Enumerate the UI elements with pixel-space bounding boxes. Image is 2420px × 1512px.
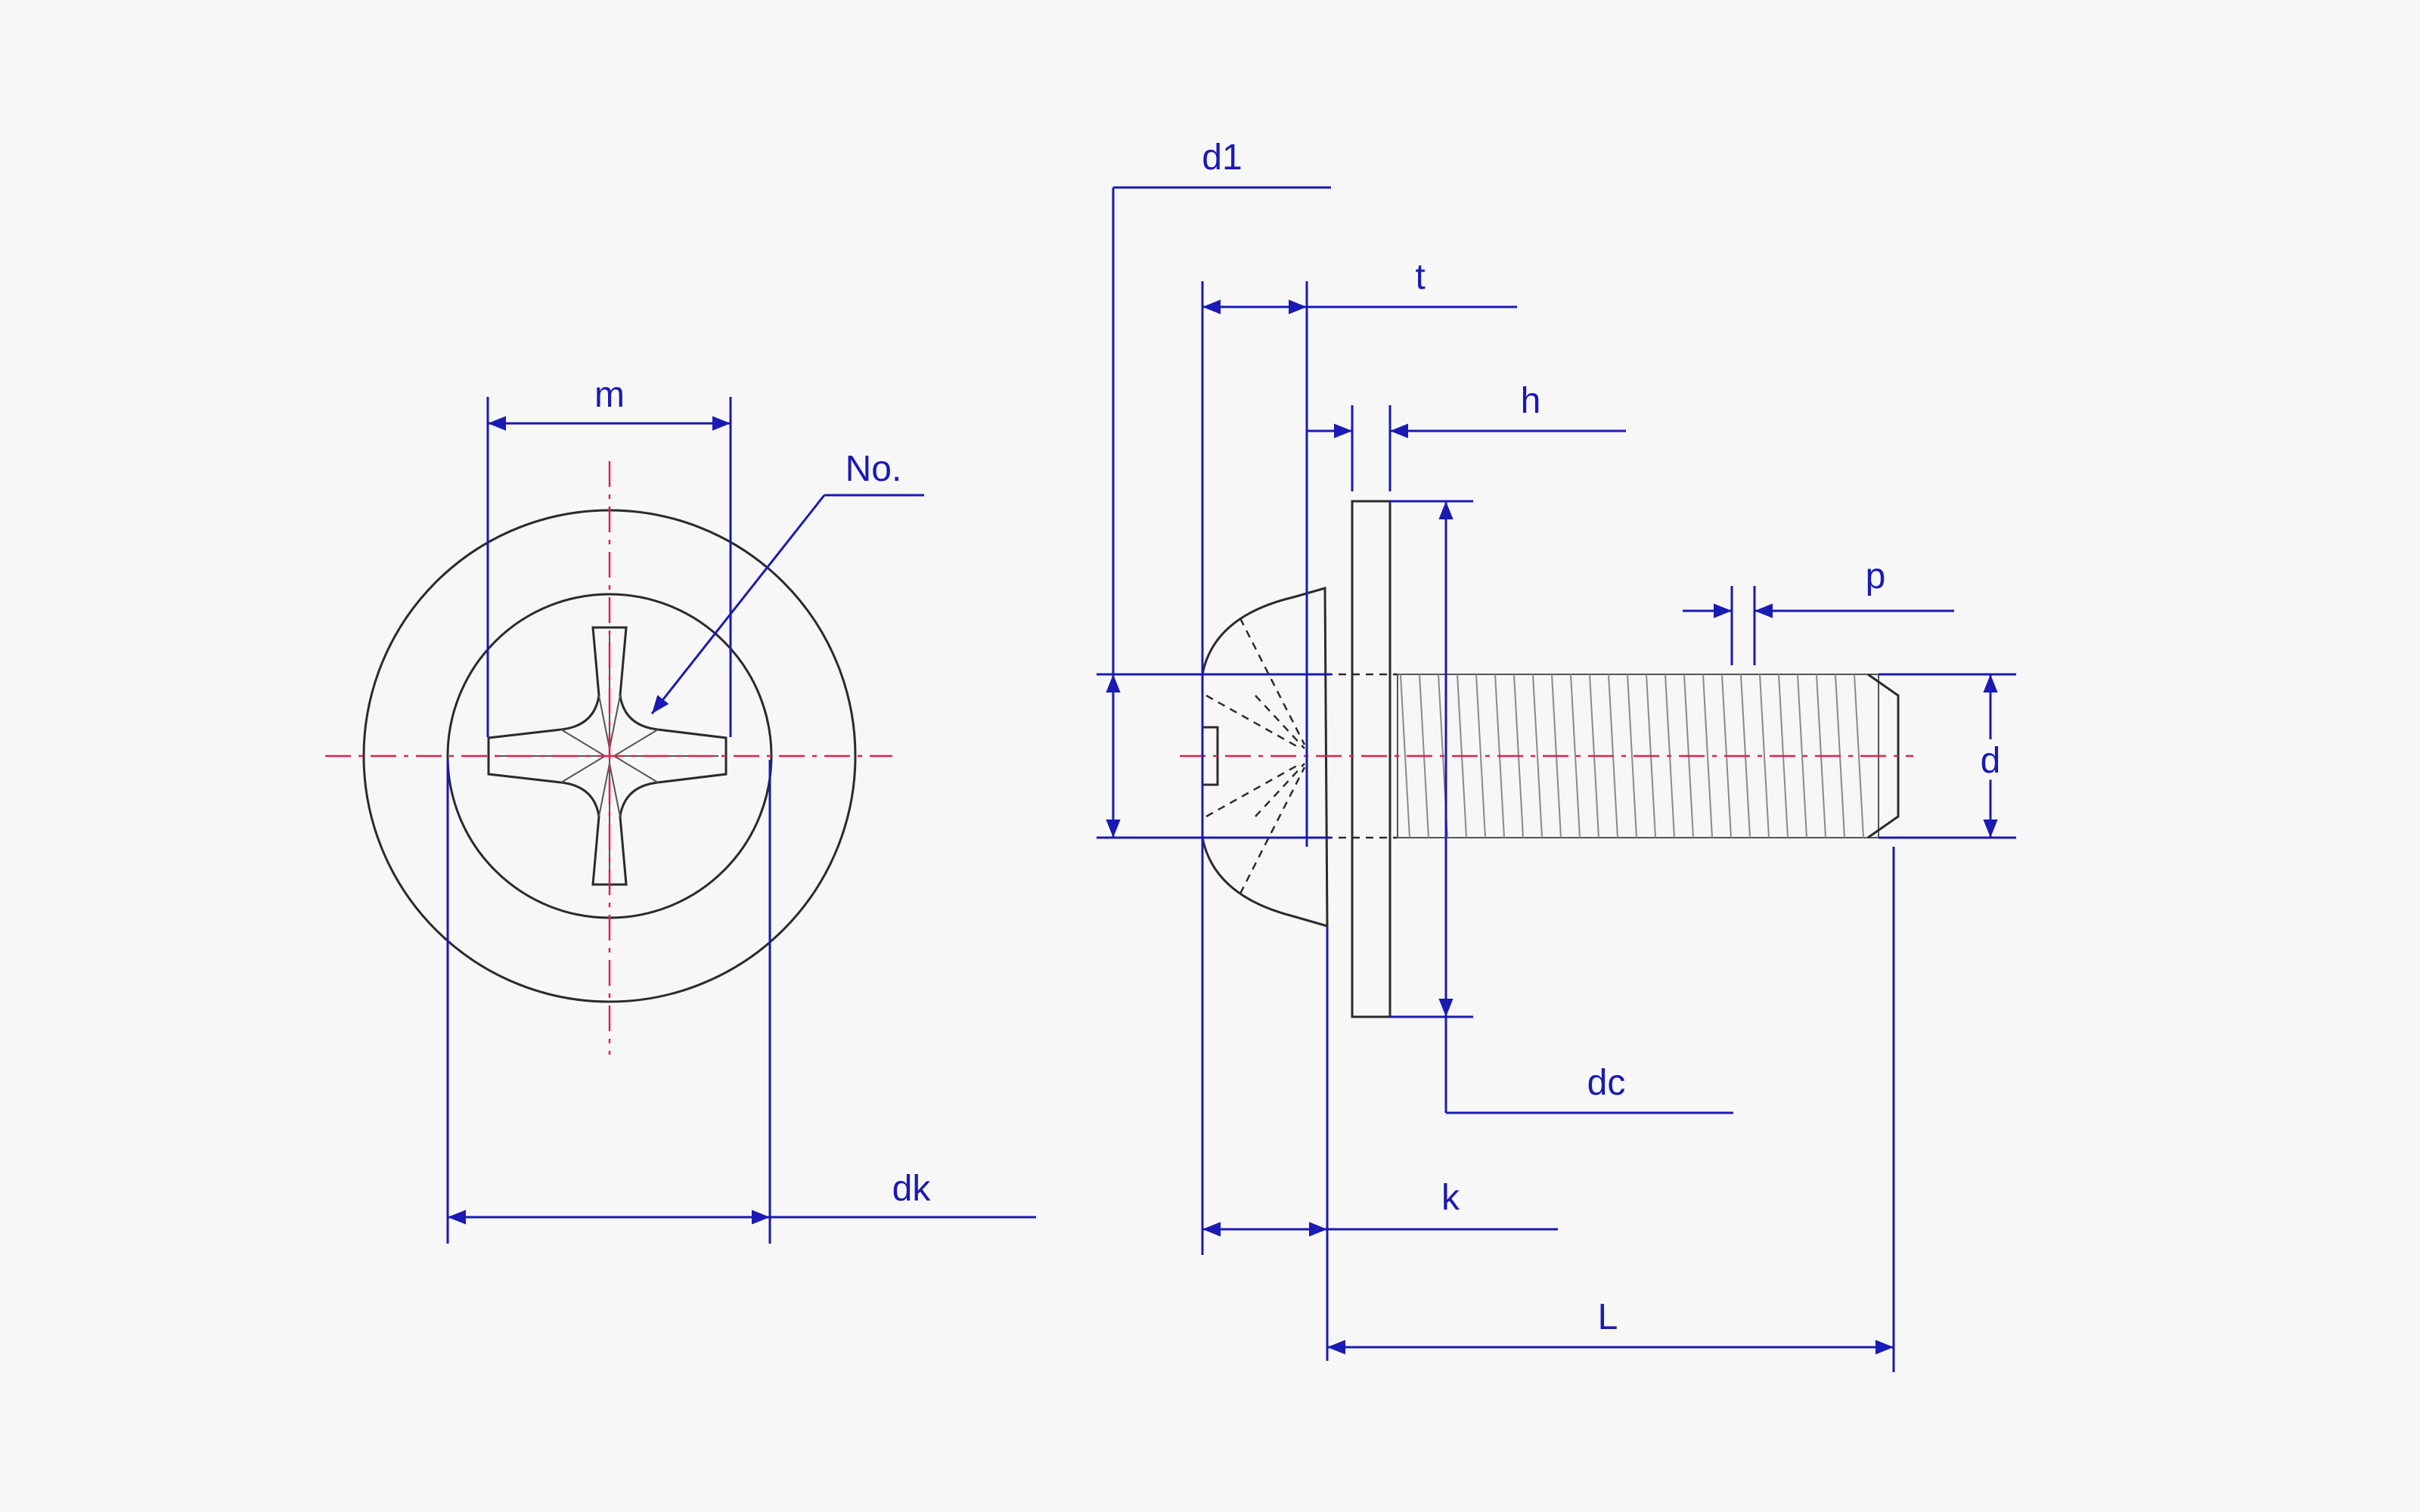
washer-side: [1351, 500, 1392, 1018]
thread-crest: [1570, 674, 1581, 838]
front-view: m No. dk: [325, 375, 1036, 1244]
d1-label: d1: [1202, 138, 1242, 178]
k-label: k: [1441, 1178, 1460, 1218]
thread-crest: [1702, 674, 1713, 838]
h-label: h: [1521, 381, 1541, 421]
thread-crest: [1627, 674, 1637, 838]
thread-crest: [1797, 674, 1807, 838]
t-label: t: [1415, 257, 1425, 297]
thread-crest: [1400, 674, 1410, 838]
no-leader-line: [650, 494, 826, 714]
side-view: d1 t h p d dc k: [1097, 138, 2016, 1372]
dc-label: dc: [1587, 1063, 1626, 1103]
thread-crest: [1475, 674, 1486, 838]
thread-crest: [1532, 674, 1543, 838]
head-recess-hidden: [1205, 618, 1398, 894]
d-label: d: [1981, 741, 2001, 781]
pan-head-outline: [1201, 587, 1329, 928]
dk-label: dk: [892, 1169, 932, 1209]
phillips-recess-icon: [487, 626, 728, 886]
no-label: No.: [845, 449, 902, 489]
thread-crest: [1759, 674, 1770, 838]
L-label: L: [1598, 1297, 1618, 1337]
p-label: p: [1866, 556, 1886, 596]
thread-crest: [1854, 674, 1864, 838]
m-label: m: [594, 375, 625, 415]
